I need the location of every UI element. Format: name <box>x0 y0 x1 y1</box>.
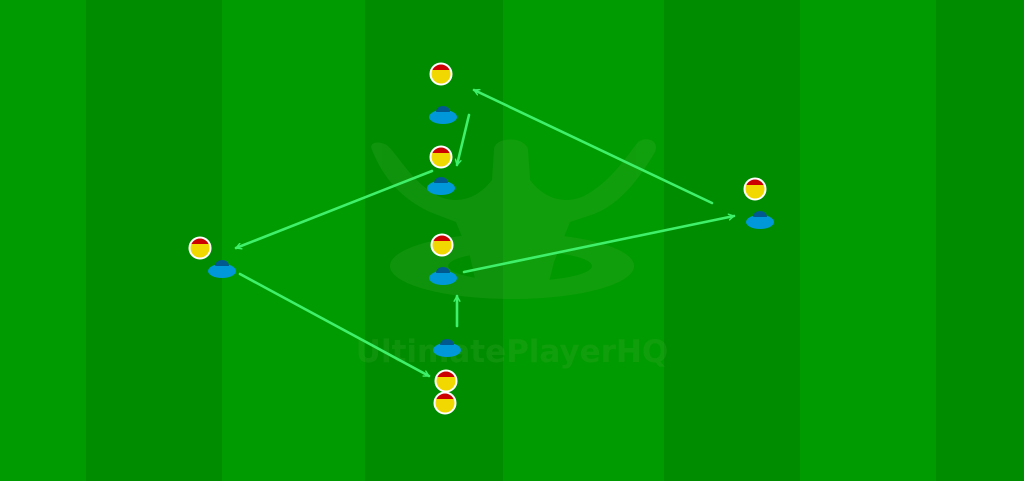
arrow-center-to-right <box>462 216 736 274</box>
arrow-top-to-middle <box>457 113 471 167</box>
player-left <box>188 236 212 260</box>
arrow-left-to-bottom <box>238 272 431 378</box>
watermark-text: UltimatePlayerHQ <box>356 334 668 370</box>
cone-bottom <box>433 339 461 357</box>
cone-right <box>746 211 774 229</box>
player-bottom-2 <box>433 391 457 415</box>
cone-left <box>208 260 236 278</box>
player-bottom-1 <box>434 369 458 393</box>
cone-upper-middle <box>427 177 455 195</box>
cone-center <box>429 267 457 285</box>
movement-arrows <box>234 88 736 378</box>
cone-top <box>429 106 457 124</box>
cones <box>208 106 774 357</box>
player-top <box>429 62 453 86</box>
arrow-right-to-top <box>472 88 714 205</box>
arrow-middle-to-left <box>234 169 434 248</box>
player-upper-middle <box>429 145 453 169</box>
players <box>188 62 767 415</box>
watermark-logo: UltimatePlayerHQ <box>356 139 668 370</box>
player-center <box>430 233 454 257</box>
player-right <box>743 177 767 201</box>
